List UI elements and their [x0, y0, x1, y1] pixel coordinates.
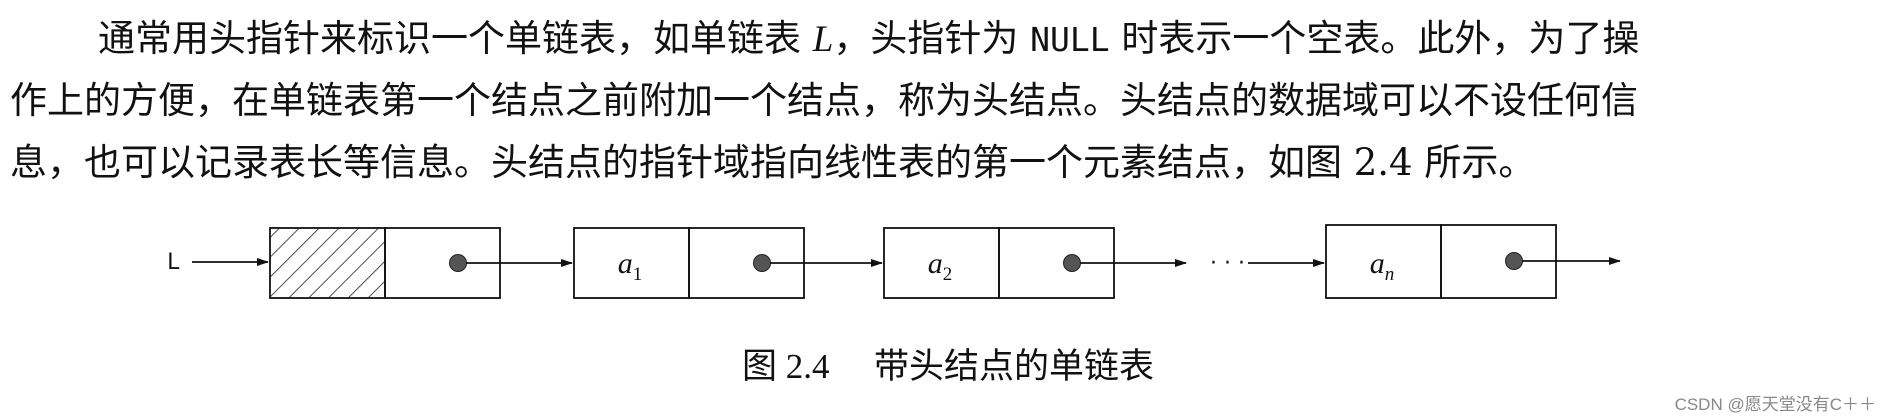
- emphasized-term: 头结点: [972, 79, 1083, 122]
- linked-list-diagram: L a1 a2 · · · an: [167, 224, 1621, 299]
- figure-number: 图 2.4: [741, 347, 830, 386]
- text-run: 。头结点的数据域可以不设任何信: [1083, 79, 1638, 122]
- list-node-last: an: [1325, 224, 1621, 299]
- list-node: a1: [573, 227, 883, 299]
- text-run: 通常用头指针来标识一个单链表，如单链表: [98, 17, 813, 60]
- list-name: L: [812, 19, 834, 60]
- pointer-dot: [1063, 254, 1081, 272]
- paragraph-line-3: 息，也可以记录表长等信息。头结点的指针域指向线性表的第一个元素结点，如图 2.4…: [10, 141, 1536, 184]
- figure-caption: 图 2.4 带头结点的单链表: [0, 338, 1896, 389]
- pointer-dot: [449, 254, 467, 272]
- ellipsis: · · ·: [1210, 251, 1245, 276]
- figure-title: 带头结点的单链表: [874, 347, 1155, 387]
- body-paragraph: 通常用头指针来标识一个单链表，如单链表 L，头指针为 NULL 时表示一个空表。…: [10, 8, 1890, 194]
- null-keyword: NULL: [1030, 20, 1110, 59]
- list-node: a2: [883, 227, 1187, 299]
- text-run: ，头指针为: [833, 17, 1031, 60]
- paragraph-line-2: 作上的方便，在单链表第一个结点之前附加一个结点，称为头结点。头结点的数据域可以不…: [10, 70, 1890, 132]
- text-run: 作上的方便，在单链表第一个结点之前附加一个结点，称为: [10, 79, 972, 122]
- text-run: 时表示一个空表。此外，为了操: [1109, 17, 1640, 60]
- hatched-data-field: [269, 227, 386, 299]
- node-data-label: a1: [618, 247, 643, 285]
- paragraph-line-1: 通常用头指针来标识一个单链表，如单链表 L，头指针为 NULL 时表示一个空表。…: [10, 8, 1890, 70]
- pointer-dot: [1505, 252, 1523, 270]
- head-node: [269, 227, 573, 299]
- head-pointer-label: L: [167, 250, 180, 275]
- pointer-dot: [753, 254, 771, 272]
- csdn-watermark: CSDN @愿天堂没有C＋＋: [1674, 395, 1876, 414]
- node-data-label: a2: [928, 247, 953, 285]
- node-data-label: an: [1370, 247, 1395, 285]
